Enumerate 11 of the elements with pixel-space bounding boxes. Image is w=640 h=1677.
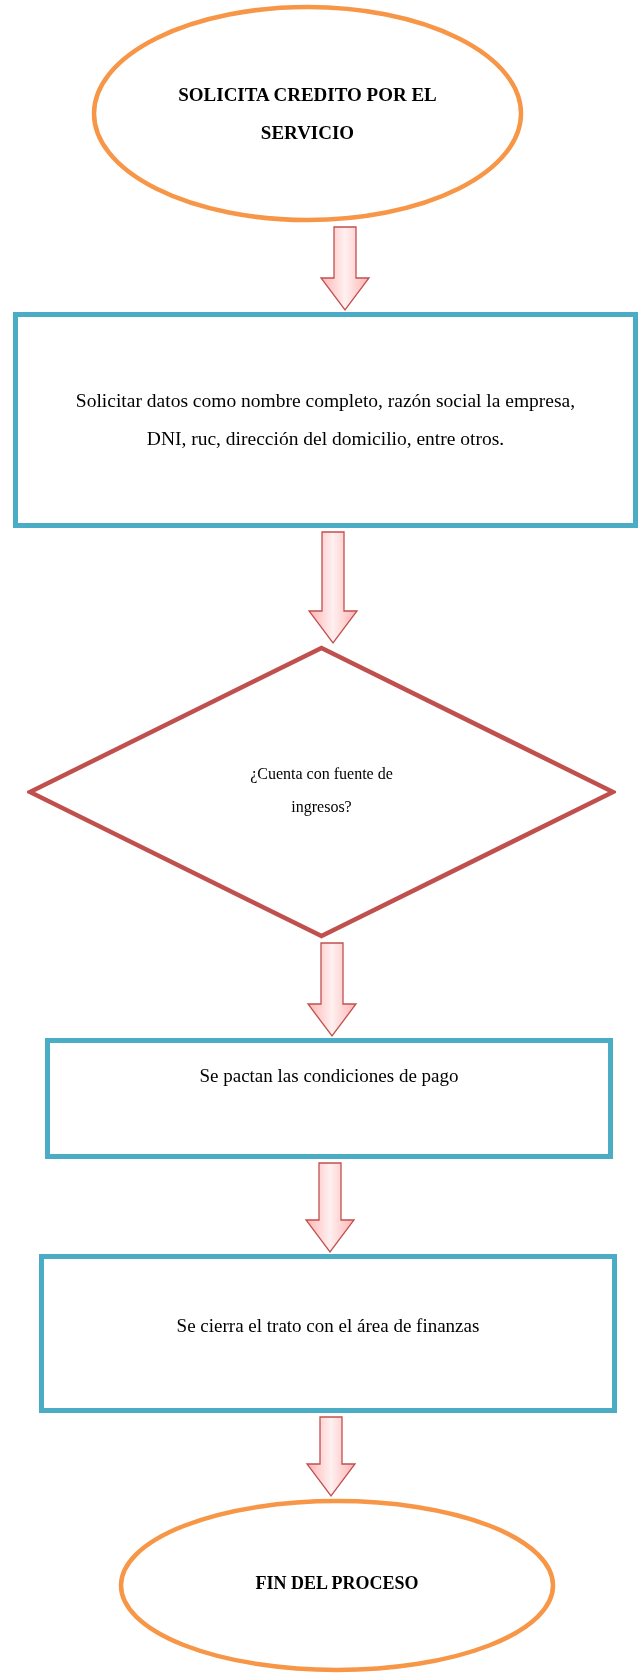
block-arrow [306, 942, 358, 1038]
node-text: Solicitar datos como nombre completo, razón social la empresa, DNI, ruc, dirección del domicilio, entre otros. [75, 389, 576, 451]
node-text: SOLICITA CREDITO POR EL SERVICIO [177, 82, 438, 145]
node-text: ¿Cuenta con fuente de ingresos? [249, 764, 394, 818]
block-arrow [305, 1416, 357, 1498]
node-text: FIN DEL PROCESO [255, 1572, 419, 1595]
block-arrow [319, 226, 371, 312]
node-text: Se cierra el trato con el área de finanzas [176, 1314, 480, 1339]
node-text: Se pactan las condiciones de pago [199, 1064, 459, 1088]
block-arrow [307, 531, 359, 645]
block-arrow [304, 1162, 356, 1254]
